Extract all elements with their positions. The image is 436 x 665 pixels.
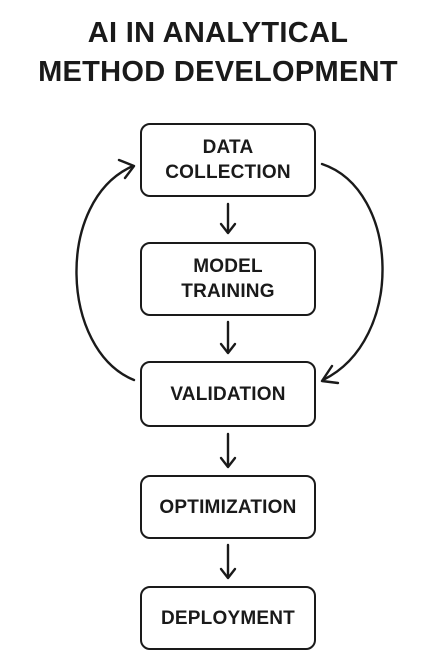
arrow-optimization-to-deployment — [219, 543, 237, 580]
node-model-training: MODEL TRAINING — [140, 242, 316, 316]
node-validation-label: VALIDATION — [170, 383, 286, 405]
node-optimization: OPTIMIZATION — [140, 475, 316, 539]
node-model-training-line-1: MODEL — [193, 256, 263, 277]
node-data-collection-line-1: DATA — [202, 137, 254, 158]
node-optimization-label: OPTIMIZATION — [159, 496, 297, 518]
arrow-validation-to-optimization — [219, 432, 237, 469]
loop-arrow-validation-to-data-collection — [75, 158, 136, 382]
node-model-training-line-2: TRAINING — [181, 281, 275, 302]
arrow-data-collection-to-model-training — [219, 202, 237, 235]
arrow-model-training-to-validation — [219, 320, 237, 355]
node-data-collection: DATA COLLECTION — [140, 123, 316, 197]
node-deployment-label: DEPLOYMENT — [161, 607, 295, 629]
diagram-title-line-2: METHOD DEVELOPMENT — [38, 56, 398, 88]
loop-arrow-data-collection-to-validation — [320, 162, 384, 385]
node-validation: VALIDATION — [140, 361, 316, 427]
node-data-collection-line-2: COLLECTION — [165, 162, 291, 183]
diagram-title-line-1: AI IN ANALYTICAL — [87, 17, 349, 49]
node-deployment: DEPLOYMENT — [140, 586, 316, 650]
